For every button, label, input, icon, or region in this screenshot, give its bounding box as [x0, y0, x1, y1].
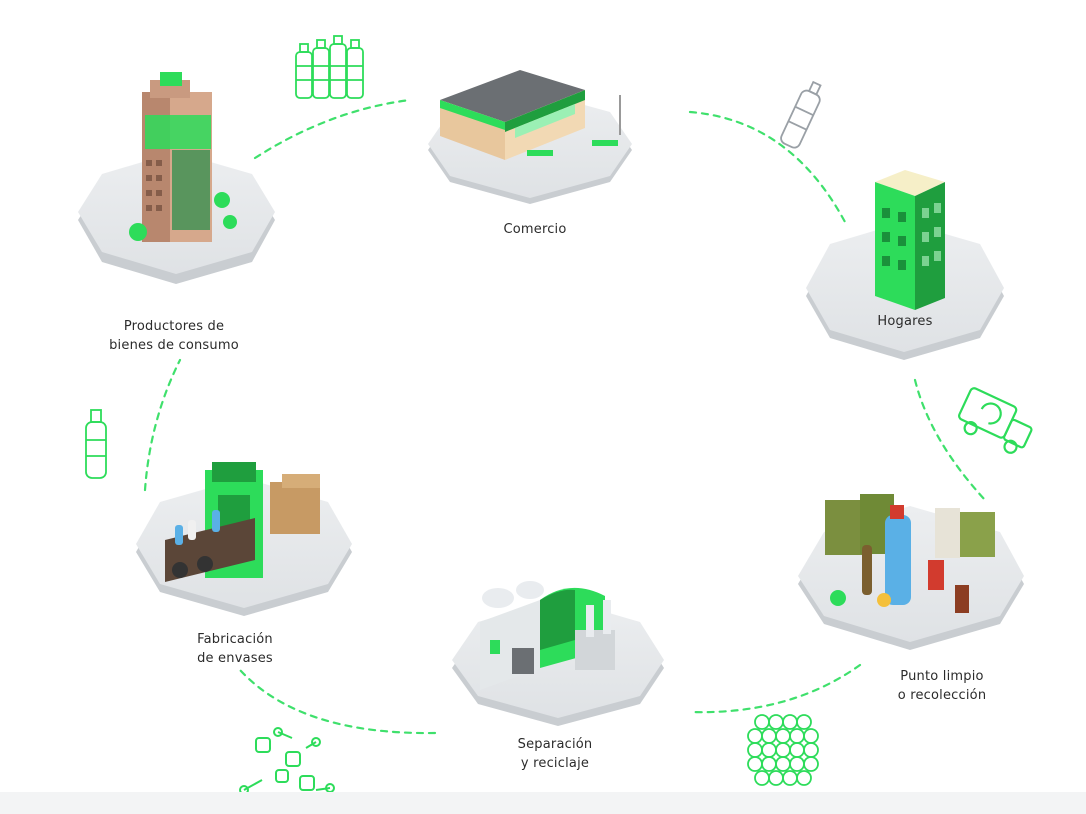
label-separacion-line1: Separación: [517, 737, 593, 752]
label-punto-limpio-line2: o recolección: [897, 688, 987, 703]
node-punto-limpio: [798, 494, 1024, 650]
connector-puntolimpio-separacion: [688, 663, 862, 714]
office-tower-icon: [129, 72, 237, 242]
connector-separacion-fabricacion: [238, 668, 437, 735]
label-fabricacion-line2: de envases: [197, 651, 273, 666]
node-productores: [78, 72, 275, 284]
label-punto-limpio: Punto limpio o recolección: [872, 667, 1012, 705]
node-comercio: [428, 70, 632, 204]
label-productores-line2: bienes de consumo: [109, 338, 239, 353]
bottle-icon: [85, 409, 107, 479]
node-fabricacion: [136, 462, 352, 616]
bottling-machine-icon: [165, 462, 320, 582]
label-fabricacion: Fabricación de envases: [175, 630, 295, 668]
pellets-icon: [747, 714, 819, 786]
label-separacion: Separación y reciclaje: [495, 735, 615, 773]
single-bottle-icon: [780, 80, 822, 149]
label-punto-limpio-line1: Punto limpio: [900, 669, 984, 684]
apartment-building-icon: [875, 170, 945, 310]
label-fabricacion-line1: Fabricación: [197, 632, 273, 647]
label-hogares-line1: Hogares: [877, 314, 933, 329]
label-productores-line1: Productores de: [123, 319, 225, 334]
bottom-strip: [0, 792, 1086, 814]
node-separacion: [452, 581, 664, 726]
label-separacion-line2: y reciclaje: [520, 756, 590, 771]
connector-productores-comercio: [253, 98, 412, 160]
label-comercio: Comercio: [480, 220, 590, 239]
recycling-plant-icon: [480, 581, 615, 690]
label-hogares: Hogares: [860, 312, 950, 331]
connector-lines: [143, 98, 987, 735]
label-comercio-line1: Comercio: [503, 222, 567, 237]
connector-fabricacion-productores: [143, 358, 182, 492]
node-hogares: [806, 170, 1004, 360]
connector-hogares-puntolimpio: [913, 378, 987, 502]
label-productores: Productores de bienes de consumo: [96, 317, 252, 355]
shop-icon: [440, 70, 621, 160]
bottle-pack-icon: [295, 35, 364, 99]
molecules-icon: [239, 727, 335, 795]
garbage-truck-icon: [958, 387, 1033, 454]
connector-comercio-hogares: [688, 110, 847, 224]
recycling-bins-icon: [825, 494, 995, 613]
